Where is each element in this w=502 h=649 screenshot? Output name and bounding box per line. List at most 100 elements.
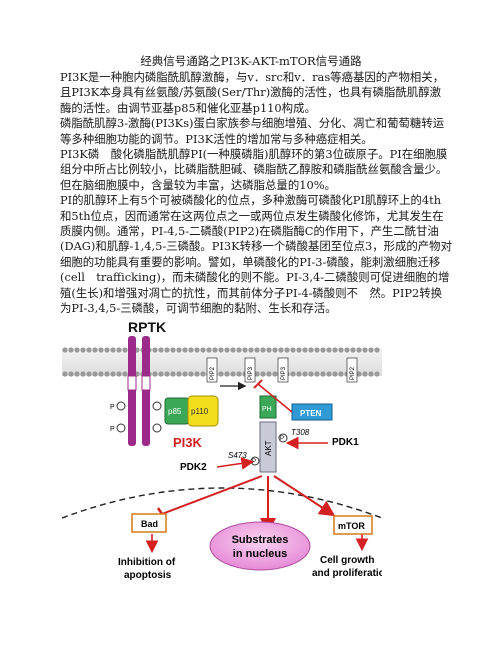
lipid-head	[182, 347, 188, 353]
lipid-head	[224, 347, 230, 353]
lipid-head	[194, 371, 200, 377]
rptk-label: RPTK	[128, 319, 166, 335]
lipid-head	[176, 371, 182, 377]
svg-text:P: P	[280, 436, 284, 442]
pip3-tag-akt: PIP3	[277, 357, 289, 383]
nuclear-envelope	[62, 487, 382, 519]
pip3-tag: PIP3	[244, 357, 256, 383]
lipid-head	[116, 371, 122, 377]
akt-to-mtor-arrow	[273, 475, 336, 517]
lipid-head	[116, 347, 122, 353]
lipid-head	[350, 347, 356, 353]
mtor-label: mTOR	[338, 521, 365, 531]
lipid-head	[104, 371, 110, 377]
lipid-head	[314, 347, 320, 353]
lipid-head	[308, 347, 314, 353]
lipid-head	[278, 347, 284, 353]
lipid-head	[338, 371, 344, 377]
lipid-head	[326, 347, 332, 353]
svg-text:PIP2: PIP2	[350, 366, 356, 380]
lipid-head	[272, 371, 278, 377]
lipid-head	[170, 347, 176, 353]
lipid-head	[254, 347, 260, 353]
pten-label: PTEN	[300, 409, 322, 418]
substrates-label-2: in nucleus	[233, 548, 287, 560]
ph-domain	[259, 395, 277, 419]
lipid-head	[164, 347, 170, 353]
inhibition-label-2: apoptosis	[124, 570, 172, 581]
lipid-head	[260, 371, 266, 377]
p110-label: p110	[191, 407, 209, 416]
svg-text:P: P	[110, 426, 115, 433]
lipid-head	[218, 347, 224, 353]
akt-to-bad-inhibition	[161, 475, 263, 515]
cell-membrane	[62, 347, 382, 377]
svg-text:PIP2: PIP2	[210, 366, 216, 380]
lipid-head	[80, 371, 86, 377]
lipid-head	[74, 347, 80, 353]
lipid-head	[164, 371, 170, 377]
p110-box	[187, 395, 219, 427]
lipid-head	[176, 347, 182, 353]
svg-text:P: P	[252, 459, 256, 465]
lipid-head	[254, 371, 260, 377]
lipid-head	[296, 371, 302, 377]
lipid-head	[230, 371, 236, 377]
ph-label: PH	[262, 406, 272, 413]
lipid-head	[224, 371, 230, 377]
lipid-head	[374, 347, 380, 353]
lipid-head	[284, 347, 290, 353]
lipid-head	[62, 371, 68, 377]
lipid-head	[290, 371, 296, 377]
p85-label: p85	[168, 407, 182, 416]
lipid-head	[188, 347, 194, 353]
lipid-head	[206, 347, 212, 353]
bad-box	[131, 513, 167, 533]
pi3k-label: PI3K	[173, 435, 203, 450]
t308-label: T308	[291, 428, 310, 437]
lipid-head	[200, 371, 206, 377]
s473-label: S473	[228, 451, 247, 460]
lipid-head	[266, 371, 272, 377]
growth-label-2: and proliferation	[312, 568, 382, 579]
lipid-head	[308, 371, 314, 377]
lipid-head	[86, 347, 92, 353]
paragraph-2: 磷脂酰肌醇3-激酶(PI3Ks)蛋白家族参与细胞增殖、分化、凋亡和葡萄糖转运等多…	[60, 116, 445, 146]
lipid-head	[98, 371, 104, 377]
lipid-head	[368, 371, 374, 377]
pi3k-akt-pathway-diagram: RPTK P P p85 p110 PI3K PIP2 PIP3	[62, 319, 382, 581]
lipid-head	[158, 347, 164, 353]
lipid-head	[356, 371, 362, 377]
lipid-head	[92, 347, 98, 353]
lipid-head	[98, 347, 104, 353]
lipid-head	[170, 371, 176, 377]
lipid-head	[188, 371, 194, 377]
lipid-head	[362, 347, 368, 353]
lipid-head	[230, 347, 236, 353]
rptk-receptor: RPTK P P	[110, 319, 166, 446]
lipid-head	[320, 371, 326, 377]
pdk1-label: PDK1	[332, 437, 359, 448]
lipid-head	[152, 371, 158, 377]
lipid-head	[362, 371, 368, 377]
svg-text:PIP3: PIP3	[281, 366, 287, 380]
bad-label: Bad	[141, 519, 158, 529]
lipid-head	[122, 347, 128, 353]
akt-label: AKT	[264, 440, 273, 456]
lipid-head	[194, 347, 200, 353]
akt-box	[259, 421, 277, 473]
lipid-head	[158, 371, 164, 377]
substrates-nucleus	[209, 521, 311, 571]
lipid-head	[266, 347, 272, 353]
lipid-head	[248, 347, 254, 353]
lipid-head	[272, 347, 278, 353]
paragraph-3: PI3K磷 酸化磷脂酰肌醇PI(一种膜磷脂)肌醇环的第3位碳原子。PI在细胞膜组…	[60, 147, 448, 192]
lipid-head	[200, 347, 206, 353]
document-body: PI3K是一种胞内磷脂酰肌醇激酶，与v．src和v．ras等癌基因的产物相关，且…	[60, 70, 452, 317]
pten: PTEN	[253, 379, 333, 421]
akt-kinase: PH AKT P P T308 S473	[228, 395, 310, 473]
mtor-box	[333, 515, 373, 535]
lipid-head	[374, 371, 380, 377]
paragraph-4: PI的肌醇环上有5个可被磷酸化的位点，多种激酶可磷酸化PI肌醇环上的4th和5t…	[60, 193, 452, 316]
lipid-head	[236, 347, 242, 353]
